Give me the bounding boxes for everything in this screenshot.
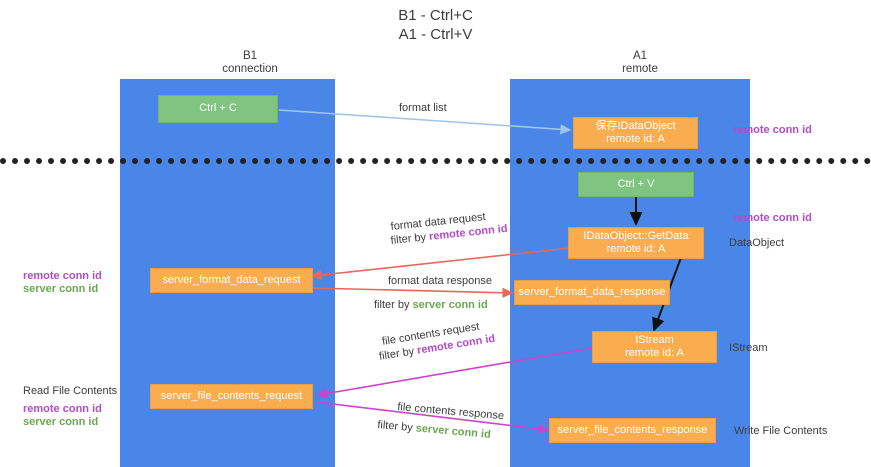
node-server-file-contents-response-label: server_file_contents_response bbox=[557, 423, 708, 436]
node-server-file-contents-request-label: server_file_contents_request bbox=[160, 389, 303, 402]
filter-prefix: filter by bbox=[376, 418, 417, 435]
node-ctrl-v-label: Ctrl + V bbox=[617, 177, 655, 190]
page-title: B1 - Ctrl+C A1 - Ctrl+V bbox=[0, 6, 871, 44]
column-header-a1-role: remote bbox=[622, 63, 658, 75]
node-server-file-contents-response[interactable]: server_file_contents_response bbox=[549, 418, 716, 443]
node-istream[interactable]: IStream remote id: A bbox=[592, 331, 717, 363]
filter-prefix: filter by bbox=[374, 299, 413, 311]
side-label-istream: IStream bbox=[729, 342, 768, 354]
arrow-format-data-response bbox=[311, 287, 514, 298]
title-line-1: B1 - Ctrl+C bbox=[398, 7, 473, 24]
column-header-a1-name: A1 bbox=[632, 50, 648, 62]
side-label-left-remote-conn-id: remote conn id bbox=[23, 270, 102, 282]
section-divider bbox=[0, 158, 871, 164]
node-idataobject-top-line2: remote id: A bbox=[606, 133, 665, 145]
node-server-format-data-response-label: server_format_data_response bbox=[518, 285, 666, 298]
side-label-write-file-contents: Write File Contents bbox=[734, 425, 828, 437]
title-line-2: A1 - Ctrl+V bbox=[398, 26, 473, 43]
column-header-b1-role: connection bbox=[222, 63, 278, 75]
node-istream-line1: IStream bbox=[635, 333, 674, 346]
side-label-remote-conn-id-top: remote conn id bbox=[733, 124, 812, 136]
filter-value: server conn id bbox=[412, 299, 488, 311]
node-server-format-data-request-label: server_format_data_request bbox=[162, 273, 301, 286]
side-label-read-file-contents: Read File Contents bbox=[23, 385, 118, 397]
node-server-file-contents-request[interactable]: server_file_contents_request bbox=[150, 384, 313, 409]
side-label-left-server-conn-id-2: server conn id bbox=[23, 416, 99, 428]
node-istream-line2: remote id: A bbox=[625, 347, 684, 359]
node-idataobject-getdata[interactable]: IDataObject::GetData remote id: A bbox=[568, 227, 704, 259]
node-server-format-data-response[interactable]: server_format_data_response bbox=[514, 280, 670, 305]
side-label-left-remote-conn-id-2: remote conn id bbox=[23, 403, 102, 415]
edge-label-format-data-response: format data response bbox=[388, 275, 492, 287]
node-getdata-line1: IDataObject::GetData bbox=[583, 229, 689, 242]
node-idataobject-top-line1: 保存IDataObject bbox=[595, 119, 676, 132]
side-label-remote-conn-id-mid: remote conn id bbox=[733, 212, 812, 224]
edge-label-file-contents-response: file contents response bbox=[396, 400, 505, 423]
edge-label-format-list: format list bbox=[399, 102, 447, 114]
column-header-b1: B1 connection bbox=[150, 50, 350, 76]
node-idataobject-top[interactable]: 保存IDataObject remote id: A bbox=[573, 117, 698, 149]
node-ctrl-v[interactable]: Ctrl + V bbox=[578, 172, 694, 197]
node-ctrl-c-label: Ctrl + C bbox=[199, 102, 237, 115]
filter-prefix: filter by bbox=[390, 230, 430, 247]
node-getdata-line2: remote id: A bbox=[606, 243, 666, 255]
column-header-a1: A1 remote bbox=[540, 50, 740, 76]
filter-value: server conn id bbox=[415, 422, 492, 441]
node-server-format-data-request[interactable]: server_format_data_request bbox=[150, 268, 313, 293]
column-header-b1-name: B1 bbox=[242, 50, 258, 62]
side-label-left-server-conn-id: server conn id bbox=[23, 283, 99, 295]
side-label-dataobject: DataObject bbox=[729, 237, 785, 249]
node-ctrl-c[interactable]: Ctrl + C bbox=[158, 95, 278, 123]
edge-label-format-data-response-filter: filter by server conn id bbox=[374, 298, 488, 312]
edge-label-file-contents-response-filter: filter by server conn id bbox=[377, 418, 492, 442]
